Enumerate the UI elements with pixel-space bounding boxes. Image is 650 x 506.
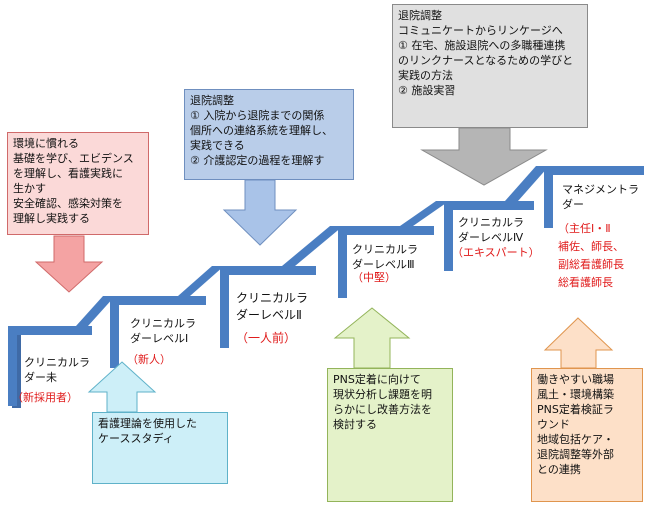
callout-green: PNS定着に向けて 現状分析し課題を明 らかにし改善方法を 検討する bbox=[327, 368, 453, 502]
arrow-down-gray bbox=[420, 127, 548, 186]
stair-step-3 bbox=[338, 226, 434, 298]
level-sub-5: （主任Ⅰ・Ⅱ 補佐、師長、 副総看護師長 総看護師長 bbox=[558, 222, 624, 289]
stair-step-0 bbox=[8, 326, 92, 408]
callout-gray: 退院調整 コミュニケートからリンケージへ ① 在宅、施設退院への多職種連携 のリ… bbox=[392, 4, 588, 128]
stair-step-4 bbox=[444, 201, 534, 271]
level-sub-3: （中堅） bbox=[352, 271, 396, 284]
stair-connector-3 bbox=[400, 201, 449, 226]
level-label-4: クリニカルラ ダーレベルⅣ bbox=[458, 216, 524, 244]
level-sub-1: （新人） bbox=[127, 353, 171, 366]
level-sub-4: （エキスパート） bbox=[452, 246, 540, 259]
stair-connector-1 bbox=[178, 266, 224, 296]
stair-step-2 bbox=[220, 266, 316, 348]
level-sub-0: （新採用者） bbox=[12, 391, 78, 404]
callout-blue: 退院調整 ① 入院から退院までの関係 個所への連絡系統を理解し、 実践できる ②… bbox=[184, 89, 354, 180]
arrow-up-cyan bbox=[87, 361, 157, 413]
stair-connector-4 bbox=[505, 166, 549, 201]
level-label-2: クリニカルラ ダーレベルⅡ bbox=[236, 291, 309, 322]
level-sub-2: （一人前） bbox=[236, 331, 297, 345]
callout-cyan: 看護理論を使用した ケーススタディ bbox=[92, 412, 228, 484]
callout-pink: 環境に慣れる 基礎を学び、エビデンス を理解し、看護実践に 生かす 安全確認、感… bbox=[7, 132, 149, 235]
level-label-0: クリニカルラ ダー未 bbox=[24, 356, 90, 384]
stair-step-1 bbox=[110, 296, 206, 368]
arrow-up-green bbox=[333, 307, 411, 369]
level-label-3: クリニカルラ ダーレベルⅢ bbox=[352, 243, 418, 271]
level-label-5: マネジメントラ ダー bbox=[562, 183, 639, 211]
stair-connector-0 bbox=[76, 296, 115, 326]
callout-orange: 働きやすい職場 風土・環境構築 PNS定着検証ラ ウンド 地域包括ケア・ 退院調… bbox=[531, 368, 643, 502]
arrow-down-pink bbox=[34, 235, 104, 293]
arrow-down-blue bbox=[222, 179, 298, 246]
arrow-up-orange bbox=[543, 317, 614, 369]
stair-connector-2 bbox=[282, 226, 343, 266]
level-label-1: クリニカルラ ダーレベルⅠ bbox=[130, 317, 196, 345]
stair-step-5 bbox=[544, 166, 644, 228]
